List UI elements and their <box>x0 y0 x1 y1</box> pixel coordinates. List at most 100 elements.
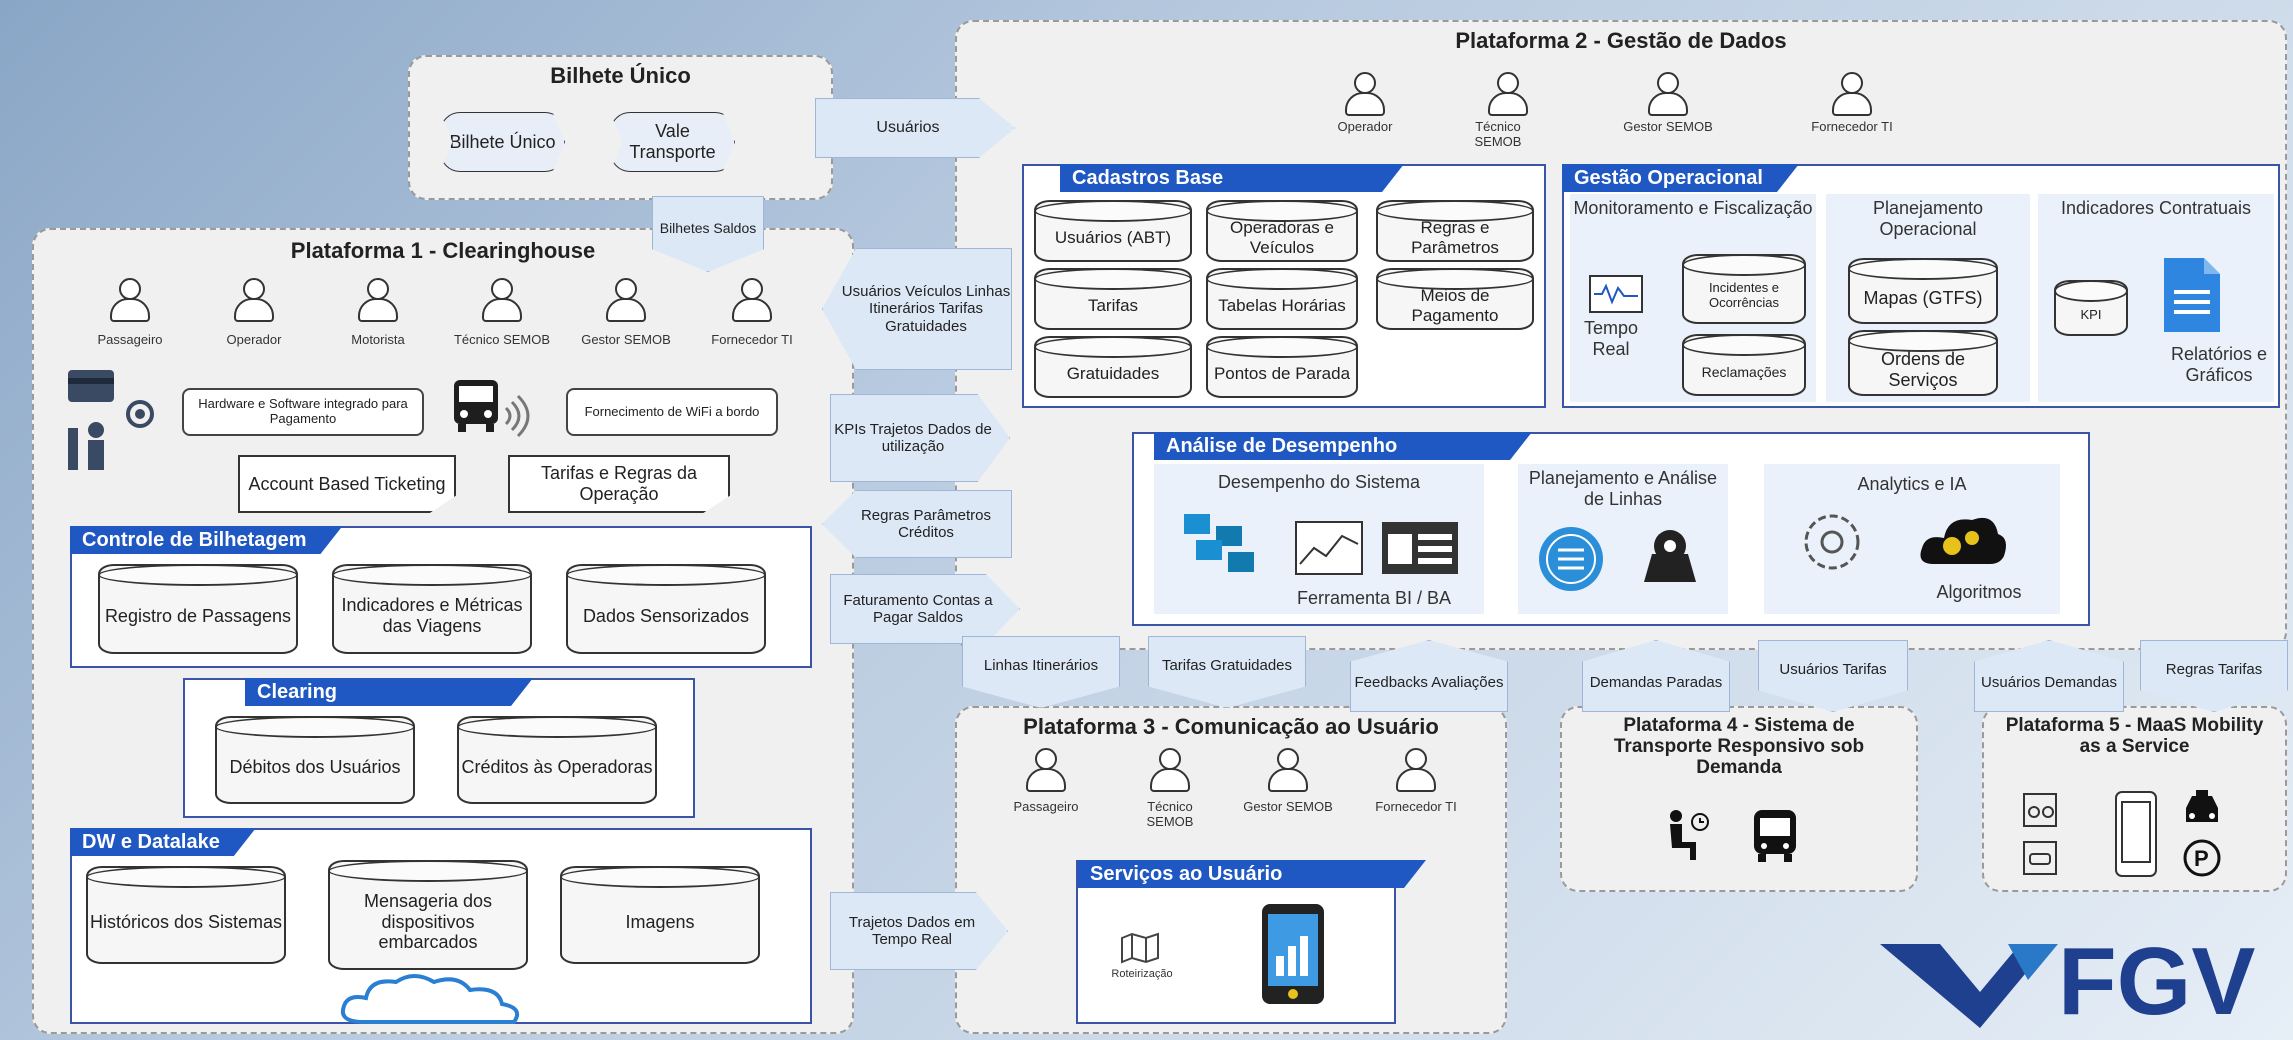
clearing-box: Clearing Débitos dos Usuários Créditos à… <box>183 678 695 818</box>
tempo-real-label: Tempo Real <box>1583 318 1639 359</box>
actor-label: Operador <box>226 332 282 347</box>
person-icon <box>356 278 400 322</box>
actor-label: Motorista <box>351 332 405 347</box>
actor-label: Fornecedor TI <box>1811 119 1893 134</box>
arrow-feedbacks: Feedbacks Avaliações <box>1350 640 1508 712</box>
plataforma-2-title: Plataforma 2 - Gestão de Dados <box>1455 28 1787 53</box>
person-icon <box>108 278 152 322</box>
ferramenta-bi-label: Ferramenta BI / BA <box>1296 588 1452 608</box>
arrow-tarifas-gratuidades: Tarifas Gratuidades <box>1148 636 1306 708</box>
registro-passagens-db: Registro de Passagens <box>98 564 298 654</box>
controle-bilhetagem-box: Controle de Bilhetagem Registro de Passa… <box>70 526 812 668</box>
arrow-usuarios: Usuários <box>815 98 1015 158</box>
cloud-icon <box>334 972 534 1031</box>
person-icon <box>1394 748 1438 792</box>
plataforma-5-title: Plataforma 5 - MaaS Mobility as a Servic… <box>2005 715 2264 757</box>
actor-label: Passageiro <box>1013 799 1079 814</box>
bilhete-unico-title: Bilhete Único <box>550 63 691 88</box>
arrow-trajetos-tempo-real: Trajetos Dados em Tempo Real <box>830 892 1008 970</box>
fgv-logo-text: FGV <box>2058 928 2256 1035</box>
actor-label: Técnico SEMOB <box>1474 119 1522 149</box>
debitos-usuarios-db: Débitos dos Usuários <box>215 716 415 804</box>
actor-label: Fornecedor TI <box>1375 799 1457 814</box>
gratuidades-db: Gratuidades <box>1034 336 1192 398</box>
indicadores-metricas-db: Indicadores e Métricas das Viagens <box>332 564 532 654</box>
cadastros-base-box: Cadastros Base Usuários (ABT) Operadoras… <box>1022 164 1546 408</box>
smartphone-icon <box>1260 902 1326 1011</box>
map-icon <box>1120 930 1160 969</box>
actor-label: Técnico SEMOB <box>453 332 551 347</box>
actor-label: Técnico SEMOB <box>1146 799 1194 829</box>
actor-label: Gestor SEMOB <box>1243 799 1333 814</box>
desempenho-sistema-title: Desempenho do Sistema <box>1217 472 1421 492</box>
bus-icon <box>1752 808 1798 869</box>
usuarios-abt-db: Usuários (ABT) <box>1034 200 1192 262</box>
brain-icon <box>1800 510 1864 579</box>
pontos-parada-db: Pontos de Parada <box>1206 336 1358 398</box>
algoritmos-label: Algoritmos <box>1936 582 2022 602</box>
analise-desempenho-box: Análise de Desempenho Desempenho do Sist… <box>1132 432 2090 626</box>
ordens-servicos-db: Ordens de Serviços <box>1848 330 1998 396</box>
person-icon <box>1148 748 1192 792</box>
dados-sensorizados-db: Dados Sensorizados <box>566 564 766 654</box>
plataforma-5-panel: Plataforma 5 - MaaS Mobility as a Servic… <box>1982 706 2287 892</box>
arrow-linhas-itinerarios: Linhas Itinerários <box>962 636 1120 708</box>
planejamento-linhas-section: Planejamento e Análise de Linhas <box>1518 464 1728 614</box>
arrow-regras-parametros: Regras Parâmetros Créditos <box>822 490 1012 558</box>
vale-transporte-card: Vale Transporte <box>610 112 735 172</box>
account-based-ticketing-doc: Account Based Ticketing <box>238 455 456 513</box>
bilhete-unico-panel: Bilhete Único Bilhete Único Vale Transpo… <box>408 55 833 200</box>
person-icon <box>1646 72 1690 116</box>
analytics-ia-section: Analytics e IA Algoritmos <box>1764 464 2060 614</box>
clearing-header: Clearing <box>245 678 533 706</box>
hardware-software-box: Hardware e Software integrado para Pagam… <box>182 388 424 436</box>
planejamento-operacional-title: Planejamento Operacional <box>1872 198 1984 239</box>
planejamento-linhas-title: Planejamento e Análise de Linhas <box>1528 468 1718 509</box>
dashboard-icon <box>1380 520 1460 581</box>
analise-desempenho-header: Análise de Desempenho <box>1154 432 1532 460</box>
meios-pagamento-db: Meios de Pagamento <box>1376 268 1534 330</box>
parking-icon: P <box>2182 838 2222 883</box>
monitoramento-title: Monitoramento e Fiscalização <box>1573 198 1813 218</box>
document-icon <box>2162 256 2222 339</box>
indicadores-contratuais-title: Indicadores Contratuais <box>2060 198 2252 218</box>
person-icon <box>604 278 648 322</box>
actor-label: Gestor SEMOB <box>581 332 671 347</box>
phone-app-icon <box>2114 790 2158 883</box>
relatorios-label: Relatórios e Gráficos <box>2170 344 2268 385</box>
tarifas-regras-doc: Tarifas e Regras da Operação <box>508 455 730 513</box>
actor-label: Passageiro <box>97 332 163 347</box>
bus-icon <box>450 378 530 443</box>
person-icon <box>1830 72 1874 116</box>
wifi-box: Fornecimento de WiFi a bordo <box>566 388 778 436</box>
kpi-db: KPI <box>2054 280 2128 336</box>
gestao-operacional-box: Gestão Operacional Monitoramento e Fisca… <box>1562 164 2280 408</box>
dw-datalake-box: DW e Datalake Históricos dos Sistemas Me… <box>70 828 812 1024</box>
svg-text:P: P <box>2194 846 2209 871</box>
arrow-demandas-paradas: Demandas Paradas <box>1582 640 1730 712</box>
operadoras-veiculos-db: Operadoras e Veículos <box>1206 200 1358 262</box>
network-circle-icon <box>1536 524 1606 599</box>
servicos-usuario-header: Serviços ao Usuário <box>1078 860 1426 888</box>
cadastros-base-header: Cadastros Base <box>1060 164 1404 192</box>
fgv-logo: FGV <box>1880 932 2280 1037</box>
plataforma-1-title: Plataforma 1 - Clearinghouse <box>290 238 596 263</box>
gestao-operacional-header: Gestão Operacional <box>1562 164 1799 192</box>
person-waiting-icon <box>1662 808 1712 869</box>
plataforma-4-title: Plataforma 4 - Sistema de Transporte Res… <box>1613 715 1865 778</box>
person-icon <box>1486 72 1530 116</box>
servicos-usuario-box: Serviços ao Usuário Roteirização <box>1076 860 1396 1024</box>
arrow-regras-tarifas: Regras Tarifas <box>2140 640 2288 712</box>
actor-label: Gestor SEMOB <box>1623 119 1713 134</box>
analytics-ia-title: Analytics e IA <box>1857 474 1967 494</box>
regras-parametros-db: Regras e Parâmetros <box>1376 200 1534 262</box>
car-chip-icon <box>2018 838 2062 883</box>
roteirizacao-label: Roteirização <box>1111 968 1173 980</box>
person-icon <box>1343 72 1387 116</box>
map-pin-icon <box>1638 524 1702 593</box>
historicos-db: Históricos dos Sistemas <box>86 866 286 964</box>
plataforma-4-panel: Plataforma 4 - Sistema de Transporte Res… <box>1560 706 1918 892</box>
reclamacoes-db: Reclamações <box>1682 334 1806 396</box>
monitor-chart-icon <box>1588 274 1644 319</box>
person-icon <box>232 278 276 322</box>
